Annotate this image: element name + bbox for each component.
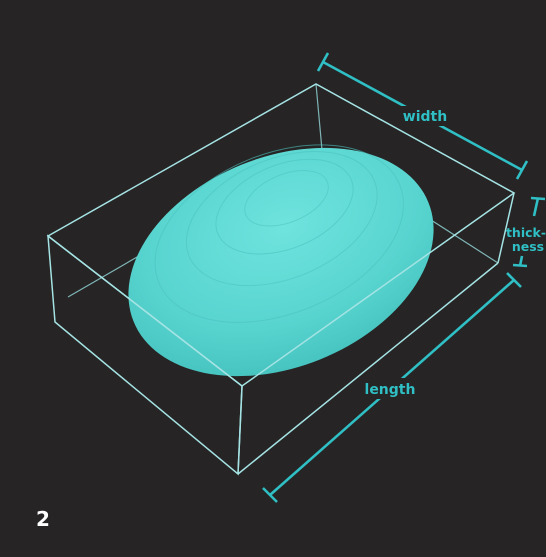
- box-edge-front-right: [237, 385, 243, 475]
- thickness-dimension-line-upper: [532, 197, 540, 217]
- thickness-dimension-tick: [530, 196, 546, 201]
- box-front-edges: [46, 83, 516, 476]
- box-edge-bottom-right: [237, 262, 499, 475]
- ellipsoid-ring: [215, 158, 354, 255]
- ellipsoid-ring: [244, 170, 329, 227]
- ellipsoid-ring: [154, 144, 404, 323]
- length-label-backing: [361, 378, 421, 399]
- box-edge-back-vertical: [315, 83, 323, 151]
- ellipsoid-ring: [185, 150, 378, 287]
- thickness-label-line1: thick-: [506, 225, 546, 240]
- length-label: length: [365, 382, 416, 398]
- ellipsoid-body: [128, 147, 434, 377]
- box-edge-right-vertical: [497, 192, 515, 264]
- width-label-backing: [397, 106, 453, 126]
- width-label: width: [403, 109, 447, 125]
- ellipsoid: [128, 144, 434, 377]
- panel-number: 2: [36, 507, 50, 531]
- length-dimension-tick: [506, 272, 522, 288]
- length-dimension-tick: [262, 487, 278, 503]
- width-dimension-tick: [316, 52, 330, 72]
- thickness-label-line2: ness: [512, 239, 544, 254]
- thickness-dimension-tick: [512, 263, 528, 268]
- width-dimension-tick: [515, 160, 529, 180]
- thickness-dimension: [512, 196, 546, 268]
